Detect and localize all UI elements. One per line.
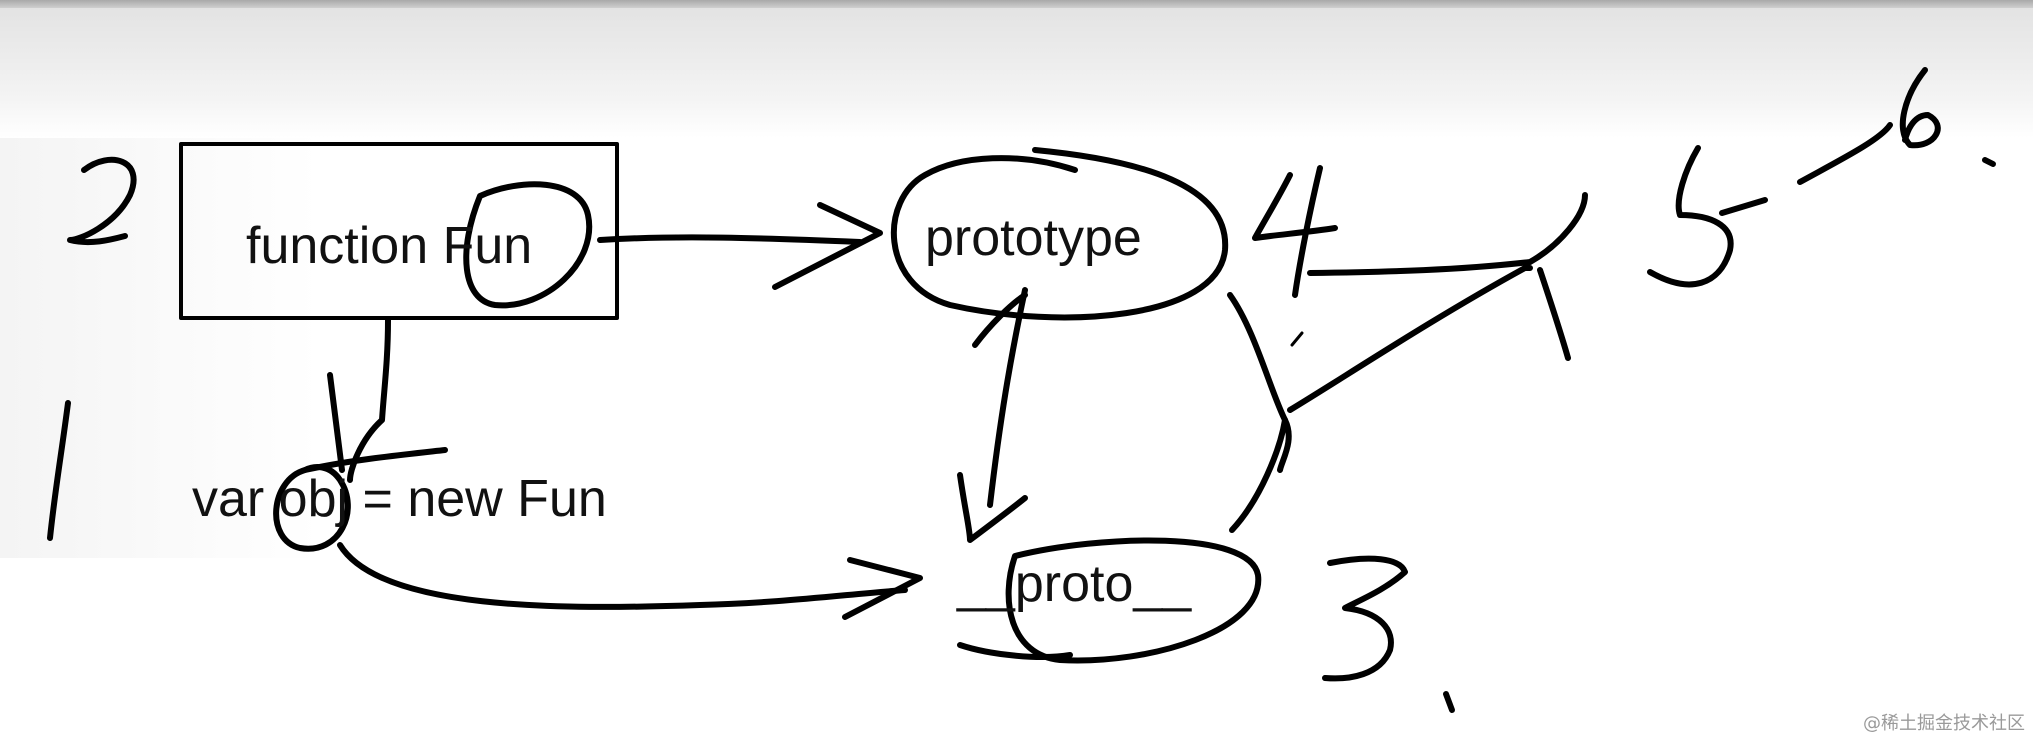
arrow-fun-to-prototype [597,234,863,245]
dash-5-6 [1719,122,1893,216]
function-box [179,142,619,320]
arrowhead-prototype [772,202,883,290]
digit-4 [1252,165,1338,298]
digit-3-dot [1443,691,1455,713]
cursor-mark [1290,331,1304,347]
proto-label: __proto__ [957,555,1192,613]
digit-2 [67,156,137,246]
line-prototype-right [1227,292,1288,423]
var-obj-label: var obj = new Fun [192,470,607,528]
arrowhead-4 [1522,265,1571,361]
obj-circle [273,464,351,552]
line-4-to-5 [1307,192,1588,276]
proto-underline [957,642,1073,660]
digit-1 [47,400,71,541]
arrowhead-down [957,472,1028,543]
obj-cross [302,372,448,473]
arrow-prototype-to-proto [987,287,1028,508]
arrow-obj-to-proto [337,542,908,610]
canvas-background [0,8,2033,138]
proto-ellipse [1005,537,1262,664]
arrowhead-proto [842,557,923,620]
digit-5 [1647,145,1734,288]
watermark: @稀土掘金技术社区 [1863,713,2025,734]
line-proto-up [1229,417,1292,533]
fun-circle [463,181,593,309]
digit-3 [1322,555,1408,682]
digit-6 [1899,67,1941,149]
prototype-label: prototype [925,209,1142,267]
function-fun-label: function Fun [246,217,533,275]
prototype-stub [972,292,1028,348]
window-top-bar [0,0,2033,8]
digit-6-dot [1982,157,1996,167]
line-box-to-obj [347,317,391,483]
arrow-to-arrowhead-4 [1287,265,1528,413]
